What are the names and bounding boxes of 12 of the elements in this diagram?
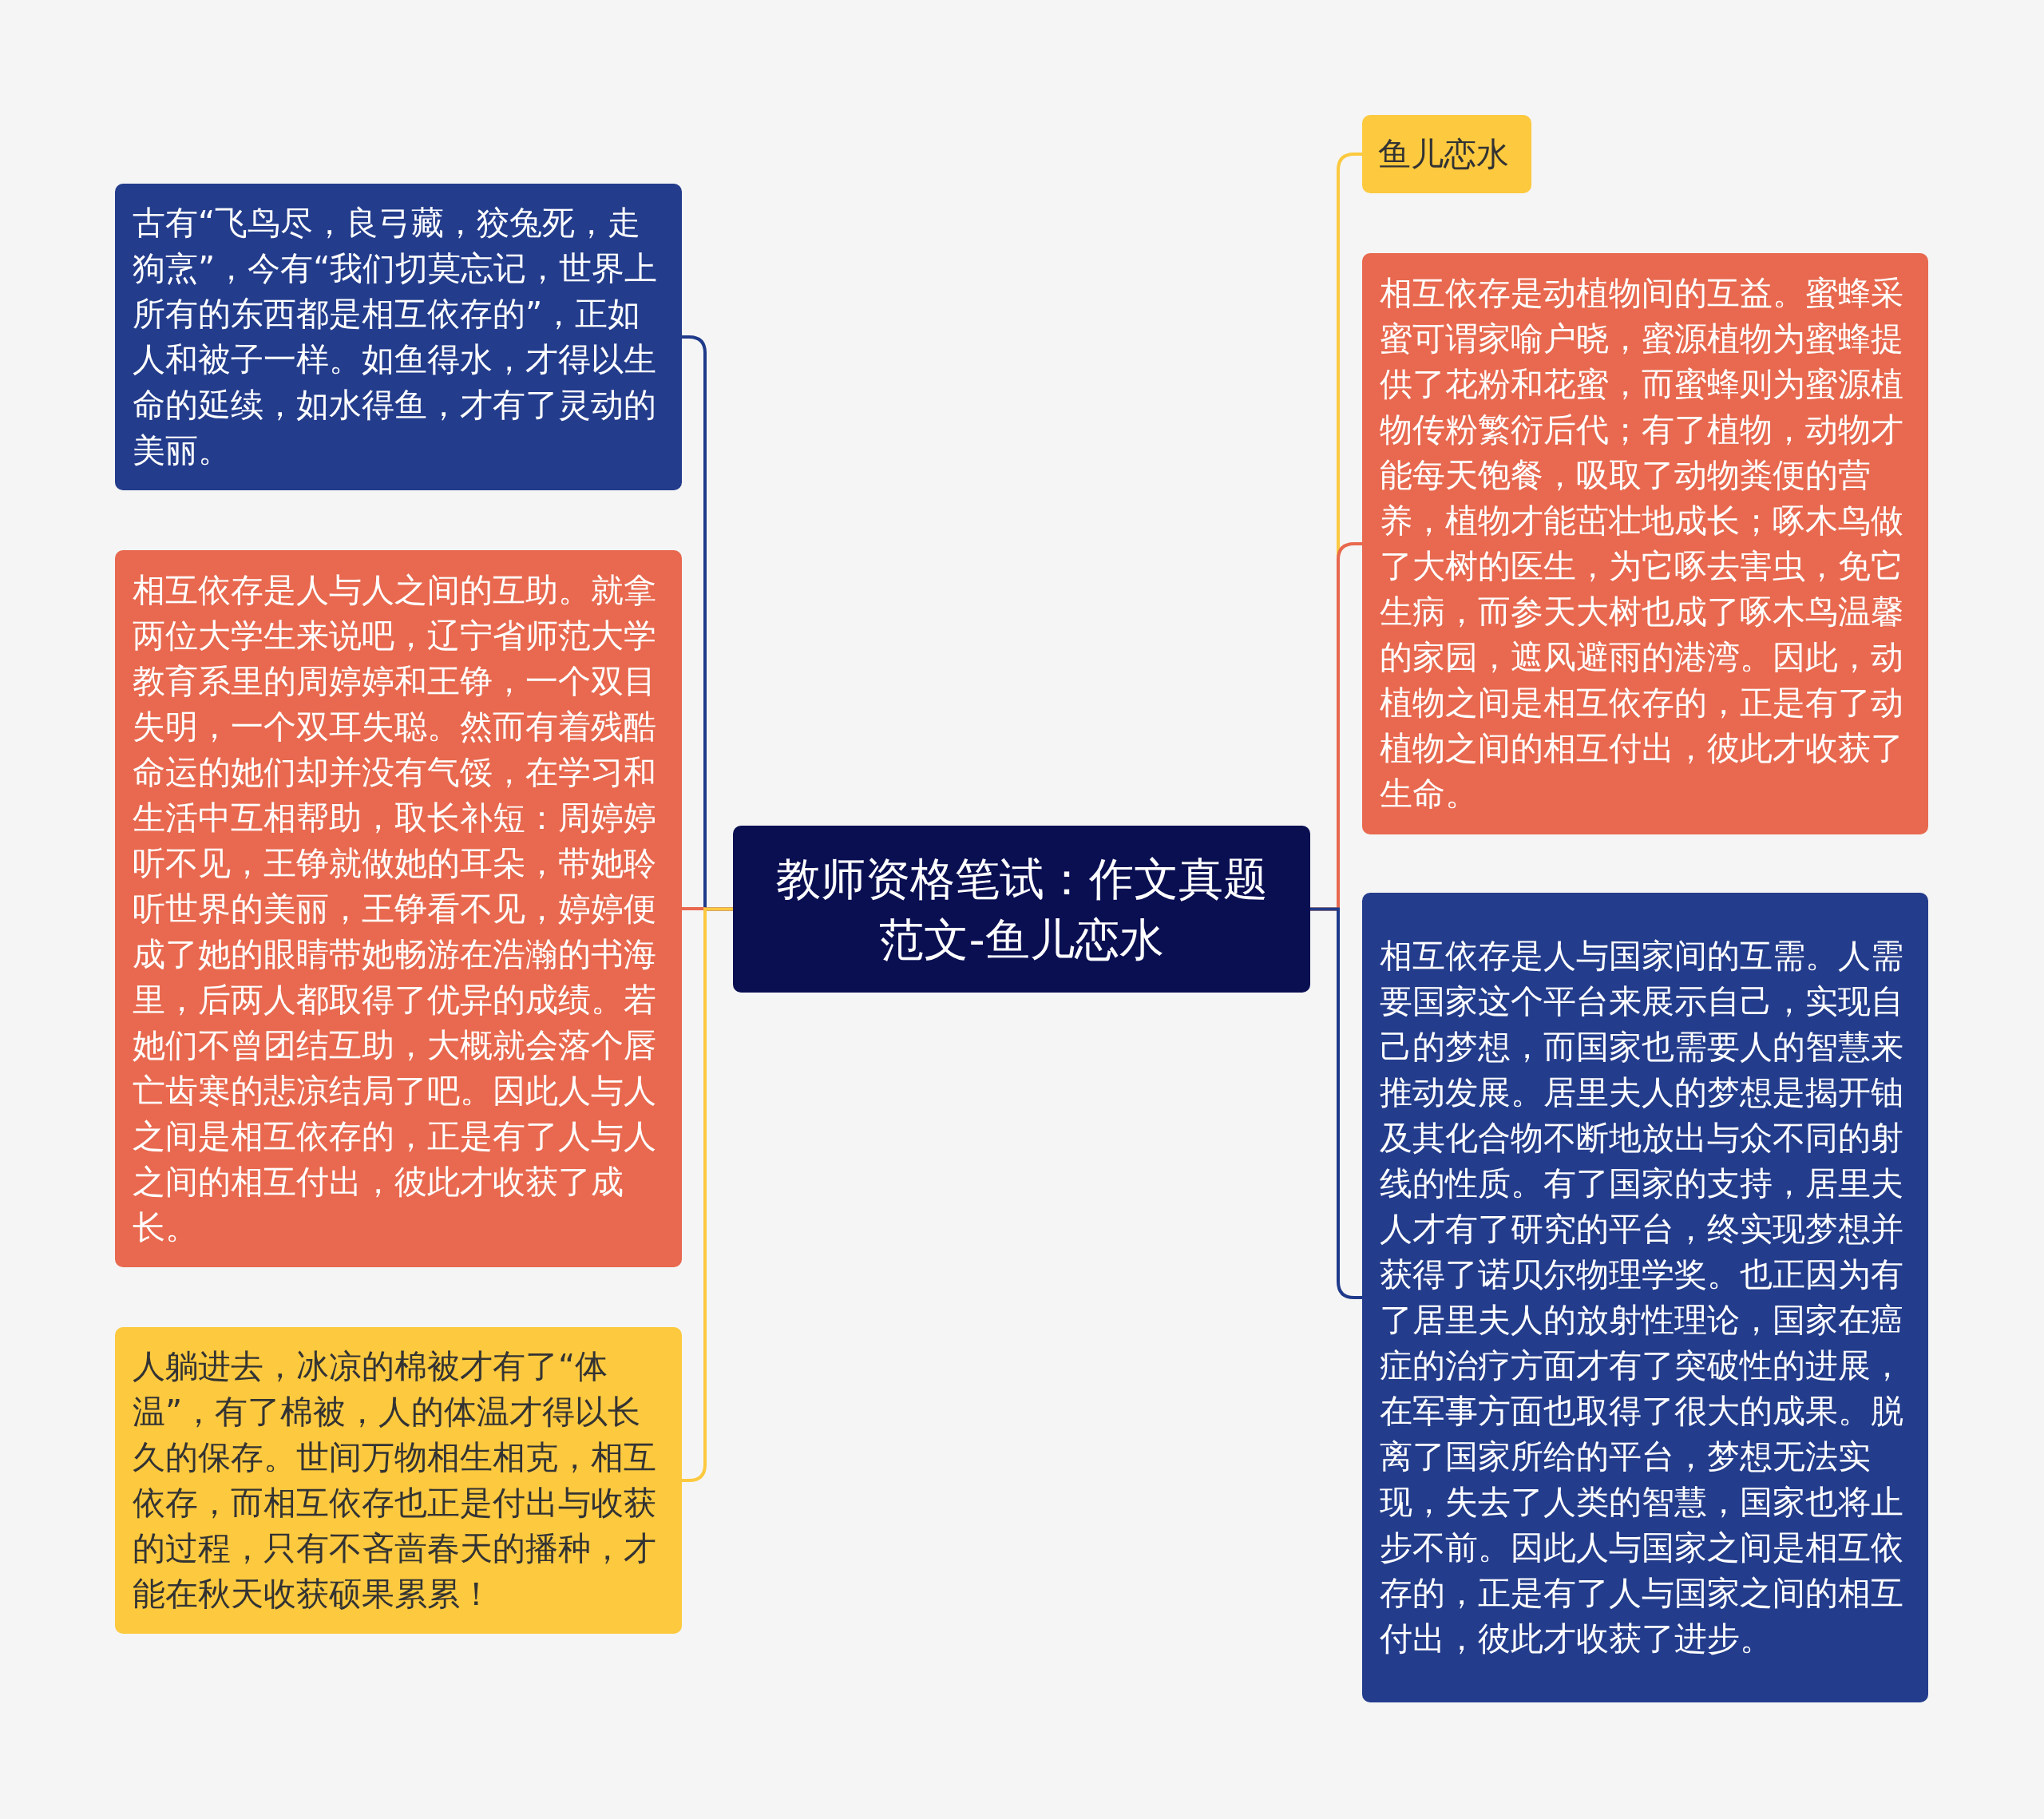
topic-box (1362, 893, 1928, 1702)
topic-text: 相互依存是人与人之间的互助。就拿两位大学生来说吧，辽宁省师范大学教育系里的周婷婷和王铮，一个双目失明，一个双耳失聪。然而有着残酷命运的她们却并没有气馁，在学习和生活中互相帮助，取长补短：周婷婷听不见，王铮就做她的耳朵，带她聆听世界的美丽，王铮看不见，婷婷便成了她的眼睛带她畅游在浩瀚的书海里，后两人都取得了优异的成绩。若她们不曾团结互助，大概就会落个唇亡齿寒的悲凉结局了吧。因此人与人之间是相互依存的，正是有了人与人之间的相互付出，彼此才收获了成长。 (133, 569, 657, 1248)
topic-box (1362, 115, 1531, 193)
topic-box (115, 1327, 682, 1634)
topic-text: 相互依存是动植物间的互益。蜜蜂采蜜可谓家喻户晓，蜜源植物为蜜蜂提供了花粉和花蜜，而蜜蜂则为蜜源植物传粉繁衍后代；有了植物，动物才能每天饱餐，吸取了动物粪便的营养，植物才能茁壮地成长；啄木鸟做了大树的医生，为它啄去害虫，免它生病，而参天大树也成了啄木鸟温馨的家园，遮风避雨的港湾。因此，动植物之间是相互依存的，正是有了动植物之间的相互付出，彼此才收获了生命。 (1380, 273, 1904, 814)
topic-text: 相互依存是人与国家间的互需。人需要国家这个平台来展示自己，实现自己的梦想，而国家也需要人的智慧来推动发展。居里夫人的梦想是揭开铀及其化合物不断地放出与众不同的射线的性质。有了国家的支持，居里夫人才有了研究的平台，终实现梦想并获得了诺贝尔物理学奖。也正因为有了居里夫人的放射性理论，国家在癌症的治疗方面才有了突破性的进展，在军事方面也取得了很大的成果。脱离了国家所给的平台，梦想无法实现，失去了人类的智慧，国家也将止步不前。因此人与国家之间是相互依存的，正是有了人与国家之间的相互付出，彼此才收获了进步。 (1380, 936, 1904, 1659)
central-topic (733, 826, 1310, 993)
topic-text: 鱼儿恋水 (1378, 133, 1509, 175)
topic-title: 教师资格笔试：作文真题范文-鱼儿恋水 (774, 851, 1269, 967)
topic-text: 古有“飞鸟尽，良弓藏，狡兔死，走狗烹”，今有“我们切莫忘记，世界上所有的东西都是相互依存的”，正如人和被子一样。如鱼得水，才得以生命的延续，如水得鱼，才有了灵动的美丽。 (133, 203, 659, 471)
topic-text: 人躺进去，冰凉的棉被才有了“体温”，有了棉被，人的体温才得以长久的保存。世间万物相生相克，相互依存，而相互依存也正是付出与收获的过程，只有不吝啬春天的播种，才能在秋天收获硕果累累！ (133, 1346, 657, 1615)
topic-box (115, 184, 682, 490)
